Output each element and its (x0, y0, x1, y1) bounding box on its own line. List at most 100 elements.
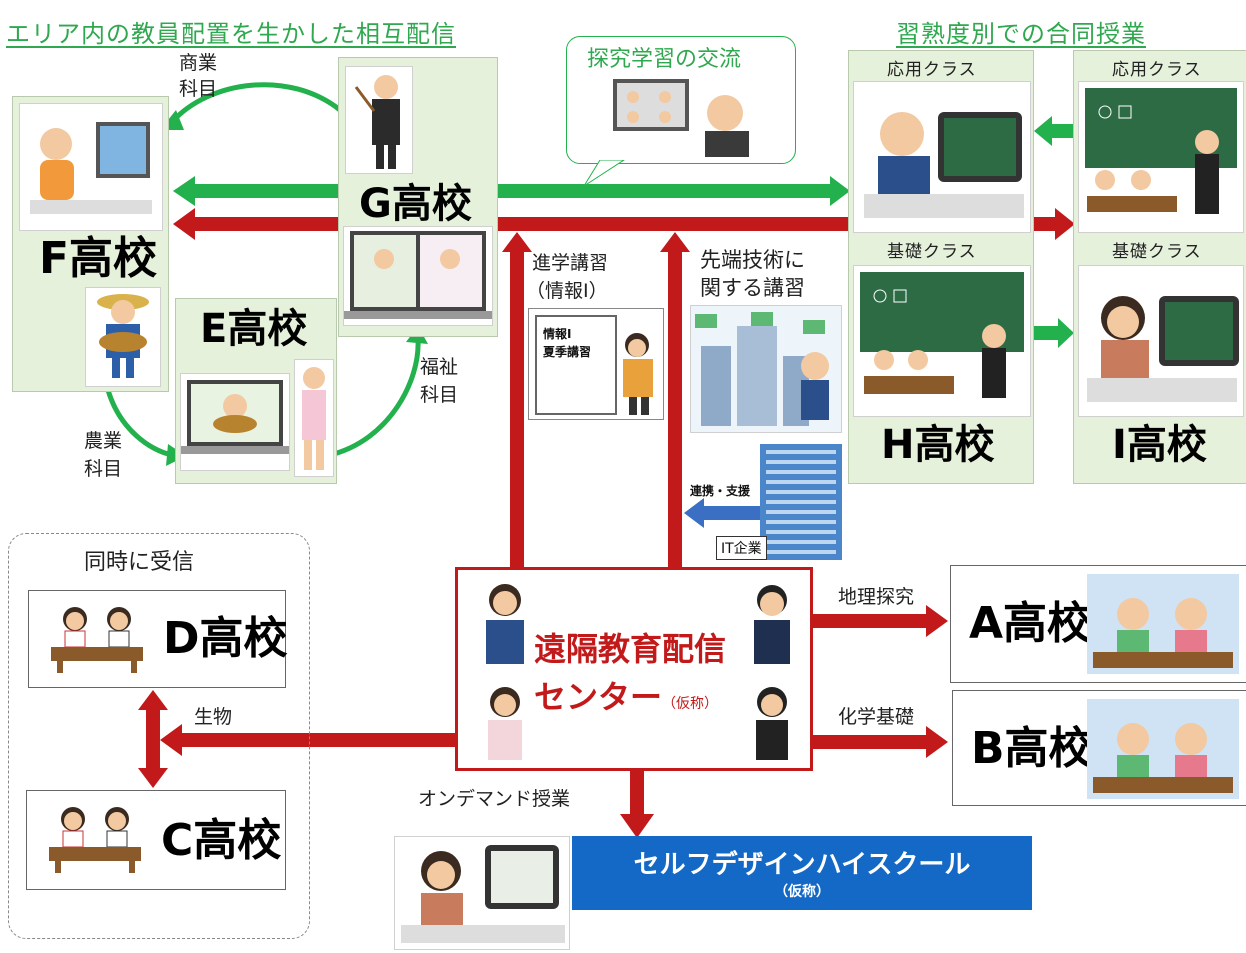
distribution-center-box: 遠隔教育配信 センター（仮称） (455, 567, 813, 771)
students-desk-icon (51, 607, 143, 673)
school-h-label: H高校 (881, 422, 995, 468)
red-arrow-head-to-b (926, 726, 948, 758)
self-design-sub: （仮称） (774, 884, 830, 900)
teacher-icon (302, 367, 326, 470)
center-title-line2-wrap: センター（仮称） (534, 672, 718, 718)
i-advanced-label: 応用クラス (1112, 60, 1202, 80)
chem-label: 化学基礎 (838, 706, 915, 728)
school-i-panel: 応用クラス 基礎クラス I高校 (1073, 50, 1246, 484)
nurse-illustration (294, 359, 334, 477)
red-arrow-d-c (146, 708, 160, 770)
tech-lecture-label-1: 先端技術に (700, 248, 805, 272)
red-arrow-to-a (808, 614, 928, 628)
tablet-icon (864, 112, 1024, 218)
green-arrow-g-to-f (195, 184, 355, 198)
bubble-tail (583, 160, 625, 187)
teacher-icon (623, 333, 653, 415)
tablet-icon (1087, 296, 1239, 402)
laptop-icon (181, 380, 289, 454)
school-a-label: A高校 (969, 598, 1092, 649)
exchange-bubble: 探究学習の交流 (566, 36, 796, 164)
simultaneous-label: 同時に受信 (84, 550, 195, 575)
school-d-label: D高校 (163, 613, 288, 664)
i-basic-label: 基礎クラス (1112, 242, 1202, 262)
simultaneous-group (8, 533, 310, 939)
farmer-icon (97, 294, 149, 378)
staff-woman-icon (756, 687, 788, 760)
school-a-box: A高校 (950, 565, 1246, 683)
school-e-panel: E高校 (175, 298, 337, 484)
green-arrow-head-i-to-h (1034, 116, 1052, 146)
collab-label: 連携・支援 (690, 484, 751, 498)
heading-left: エリア内の教員配置を生かした相互配信 (6, 20, 456, 48)
building-icon (766, 450, 836, 554)
students-reading-icon (1087, 574, 1239, 674)
whiteboard: 情報Ⅰ 夏季講習 (535, 315, 617, 415)
laptop-farmer-illustration (180, 373, 290, 471)
green-curve-commerce (170, 82, 342, 124)
computer-icon (30, 122, 152, 214)
advanced-class-illustration (1078, 81, 1244, 233)
red-arrow-g-to-f (195, 217, 355, 231)
red-vertical-1-head (502, 232, 532, 252)
red-arrow-head-to-i (1055, 208, 1075, 240)
staff-woman-icon (486, 584, 524, 664)
red-arrow-head-to-cd (160, 724, 182, 756)
students-desk-icon (49, 807, 141, 873)
welfare-label-1: 福祉 (420, 356, 459, 378)
red-arrow-d-c-top (138, 690, 168, 710)
heading-right: 習熟度別での合同授業 (896, 20, 1146, 48)
blackboard-icon (860, 272, 1024, 398)
red-vertical-1 (510, 250, 524, 568)
tech-lecture-label-2: 関する講習 (700, 276, 805, 300)
on-demand-label: オンデマンド授業 (418, 788, 571, 810)
school-g-label: G高校 (359, 181, 472, 227)
self-design-title: セルフデザインハイスクール (633, 850, 971, 880)
school-h-panel: 応用クラス 基礎クラス H高校 (848, 50, 1034, 484)
advanced-lecture-label-2: （情報Ⅰ） (526, 280, 608, 302)
it-company-label: IT企業 (716, 536, 767, 560)
school-g-panel: G高校 (338, 57, 498, 337)
students-reading-icon (1087, 699, 1239, 799)
red-arrow-d-c-bottom (138, 768, 168, 788)
center-title-suffix: （仮称） (662, 696, 719, 712)
city-icon (691, 306, 841, 432)
commerce-label-2: 科目 (179, 78, 218, 100)
school-i-label: I高校 (1112, 422, 1207, 468)
green-arrow-h-to-i (1030, 326, 1060, 340)
h-advanced-label: 応用クラス (887, 60, 977, 80)
farmer-illustration (85, 287, 161, 387)
commerce-label-1: 商業 (179, 52, 218, 74)
school-f-panel: F高校 (12, 96, 169, 392)
tech-city-illustration (690, 305, 842, 433)
video-conference-icon (613, 79, 749, 157)
self-design-high-school-banner: セルフデザインハイスクール （仮称） (572, 836, 1032, 910)
staff-man-icon (754, 585, 790, 664)
green-arrow-head-to-h (830, 176, 850, 206)
green-arrow-head-h-to-i (1058, 318, 1074, 348)
school-c-box: C高校 (26, 790, 286, 890)
red-arrow-to-self (630, 766, 644, 816)
red-arrow-head-to-self (620, 814, 654, 838)
summer-course-board: 情報Ⅰ 夏季講習 (528, 308, 664, 420)
red-arrow-head-to-f (173, 208, 195, 240)
whiteboard-line-1: 情報Ⅰ (543, 327, 572, 341)
school-b-box: B高校 (952, 690, 1246, 806)
red-vertical-2 (668, 250, 682, 568)
exchange-bubble-label: 探究学習の交流 (587, 47, 742, 72)
online-learner-illustration (394, 836, 570, 950)
laptop-icon (344, 231, 492, 319)
school-e-label: E高校 (200, 306, 308, 352)
red-arrow-to-cd (180, 733, 456, 747)
it-building (760, 444, 842, 560)
teacher-icon (354, 75, 400, 169)
basic-class-illustration (853, 265, 1031, 417)
center-title-line2: センター (534, 678, 663, 716)
green-arrow-g-to-h (495, 184, 830, 198)
red-vertical-2-head (660, 232, 690, 252)
school-f-label: F高校 (39, 233, 158, 284)
red-arrow-head-to-a (926, 605, 948, 637)
center-title-line1: 遠隔教育配信 (534, 630, 727, 668)
whiteboard-line-2: 夏季講習 (543, 345, 592, 359)
teacher-pointer-illustration (345, 66, 413, 174)
